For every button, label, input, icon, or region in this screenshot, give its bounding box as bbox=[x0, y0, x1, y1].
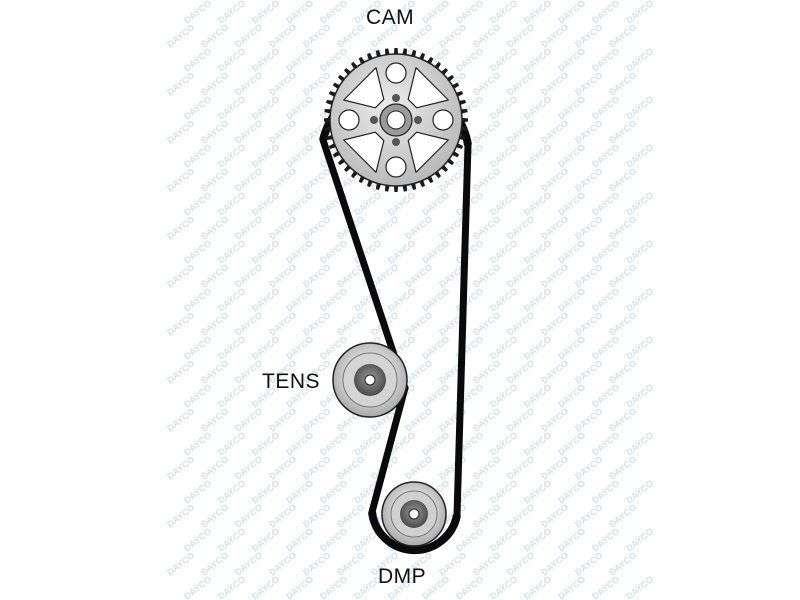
sprocket-hole bbox=[385, 156, 407, 178]
cam-sprocket-windows bbox=[343, 67, 449, 173]
cam-sprocket-holes bbox=[338, 62, 454, 178]
belt-damper-wrap bbox=[368, 511, 461, 555]
sprocket-window bbox=[343, 131, 385, 173]
cam-label: CAM bbox=[366, 6, 415, 29]
sprocket-window bbox=[407, 67, 449, 109]
belt-left-upper-run bbox=[319, 136, 409, 392]
sprocket-window bbox=[407, 131, 449, 173]
tens-label: TENS bbox=[262, 370, 321, 393]
belt-left-lower-run bbox=[368, 384, 409, 516]
dmp-label: DMP bbox=[378, 565, 427, 588]
tensioner-pulley-icon bbox=[332, 342, 408, 418]
damper-pulley-icon bbox=[381, 481, 447, 547]
belt-right-run bbox=[453, 141, 472, 519]
sprocket-hole bbox=[385, 62, 407, 84]
sprocket-hole bbox=[338, 109, 360, 131]
sprocket-window bbox=[343, 67, 385, 109]
sprocket-hole bbox=[432, 109, 454, 131]
cam-sprocket-icon bbox=[324, 48, 468, 192]
